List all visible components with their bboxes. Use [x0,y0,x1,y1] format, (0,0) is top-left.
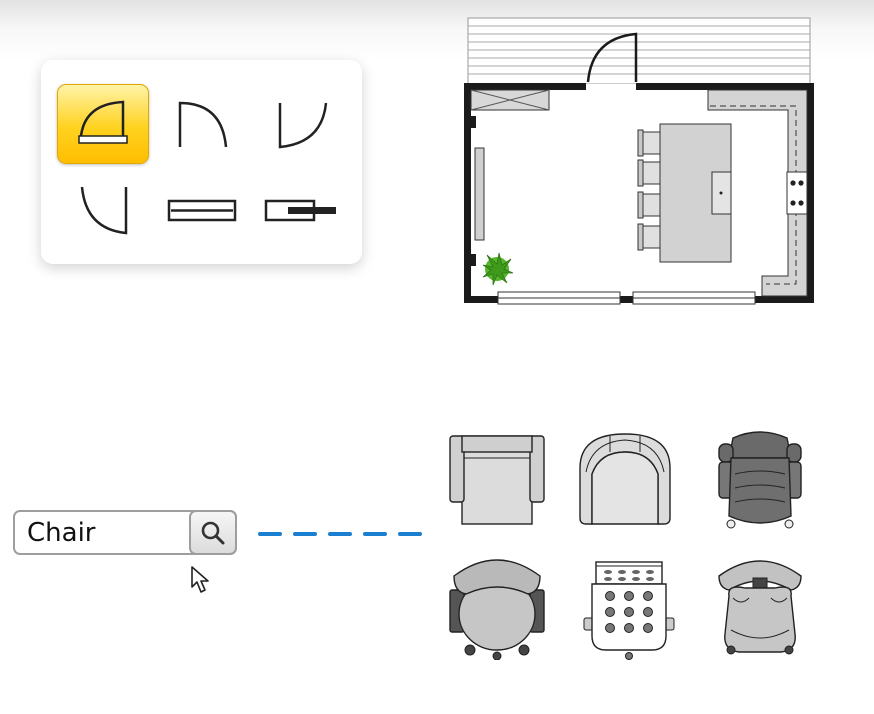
door-arc-reverse-icon [278,102,328,149]
door-swing-icon [78,100,128,144]
office-chair-shape[interactable] [442,550,552,660]
door-arc-reverse-tool[interactable] [257,84,347,162]
window-tool[interactable] [157,172,247,250]
search-button[interactable] [189,510,237,555]
mouse-cursor-icon [191,566,209,593]
window-icon [167,199,237,222]
club-chair-shape[interactable] [705,550,815,660]
floor-plan[interactable] [460,14,818,310]
kitchen-counter [707,89,808,297]
search-input[interactable] [27,516,187,549]
sliding-door-tool[interactable] [257,172,347,250]
deck-stairs [467,17,811,85]
shape-search-box [13,510,237,555]
plant [482,252,514,286]
bottom-windows [497,291,756,305]
door-arc-down-tool[interactable] [57,172,147,250]
tool-palette [41,60,362,264]
sliding-door-icon [264,199,336,222]
door-swing-tool[interactable] [57,84,149,164]
door-arc-tool[interactable] [157,84,247,162]
search-icon [201,521,225,544]
search-results-connector [258,532,426,536]
kitchen-island [637,123,732,263]
door-arc-icon [178,101,228,148]
armchair-round-shape[interactable] [570,428,680,538]
armchair-square-shape[interactable] [442,428,552,538]
door-arc-down-icon [80,186,128,235]
recliner-chair-shape[interactable] [705,428,815,538]
entry-door [586,32,638,89]
mesh-chair-shape[interactable] [570,550,680,660]
